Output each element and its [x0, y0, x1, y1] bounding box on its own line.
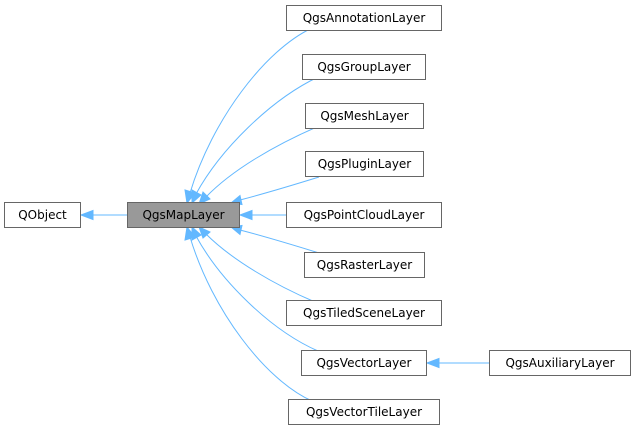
edge-qgsmeshlayer-qgsmaplayer	[205, 125, 320, 198]
edge-qgsmeshlayer-qgsmaplayer-arrow	[198, 191, 211, 205]
node-qgsgrouplayer[interactable]: QgsGroupLayer	[302, 54, 426, 80]
node-qgstiledscenelayer[interactable]: QgsTiledSceneLayer	[286, 300, 442, 326]
node-label: QgsMapLayer	[142, 208, 224, 222]
node-label: QgsPluginLayer	[318, 157, 412, 171]
nodes: QObject QgsMapLayer QgsAnnotationLayer Q…	[4, 5, 631, 425]
edge-qgsgrouplayer-qgsmaplayer	[195, 76, 319, 195]
node-label: QgsAnnotationLayer	[303, 11, 426, 25]
edge-qgspointcloudlayer-qgsmaplayer-arrow	[238, 209, 253, 221]
node-label: QgsTiledSceneLayer	[303, 306, 425, 320]
edge-qgsvectorlayer-qgsmaplayer	[195, 235, 319, 352]
node-qgsmaplayer[interactable]: QgsMapLayer	[127, 202, 240, 228]
edge-qgspluginlayer-qgsmaplayer	[239, 176, 320, 201]
node-qgsannotationlayer[interactable]: QgsAnnotationLayer	[286, 5, 442, 31]
node-qgspointcloudlayer[interactable]: QgsPointCloudLayer	[286, 202, 442, 228]
node-qgsmeshlayer[interactable]: QgsMeshLayer	[305, 103, 424, 129]
node-label: QObject	[18, 208, 67, 222]
edge-qgsmaplayer-qobject-arrow	[79, 209, 94, 221]
edge-qgsvectortilelayer-qgsmaplayer	[189, 236, 313, 402]
node-label: QgsGroupLayer	[317, 60, 410, 74]
node-label: QgsMeshLayer	[320, 109, 408, 123]
edge-qgsgrouplayer-qgsmaplayer-arrow	[191, 189, 202, 205]
node-label: QgsVectorLayer	[316, 356, 411, 370]
edge-qgsrasterlayer-qgsmaplayer	[239, 229, 320, 254]
node-label: QgsAuxiliaryLayer	[505, 356, 614, 370]
edge-qgsauxiliarylayer-qgsvectorlayer-arrow	[425, 357, 440, 369]
edge-qgsvectortilelayer-qgsmaplayer-arrow	[184, 225, 196, 241]
node-qgsrasterlayer[interactable]: QgsRasterLayer	[304, 252, 425, 278]
edge-qgsannotationlayer-qgsmaplayer	[189, 27, 313, 194]
node-label: QgsVectorTileLayer	[306, 405, 422, 419]
node-qgsauxiliarylayer[interactable]: QgsAuxiliaryLayer	[489, 350, 631, 376]
node-qgspluginlayer[interactable]: QgsPluginLayer	[305, 151, 424, 177]
node-label: QgsRasterLayer	[317, 258, 413, 272]
edge-qgstiledscenelayer-qgsmaplayer-arrow	[198, 226, 211, 239]
node-label: QgsPointCloudLayer	[304, 208, 425, 222]
node-qobject[interactable]: QObject	[4, 202, 81, 228]
node-qgsvectorlayer[interactable]: QgsVectorLayer	[301, 350, 427, 376]
node-qgsvectortilelayer[interactable]: QgsVectorTileLayer	[288, 399, 440, 425]
edge-qgstiledscenelayer-qgsmaplayer	[205, 233, 316, 303]
